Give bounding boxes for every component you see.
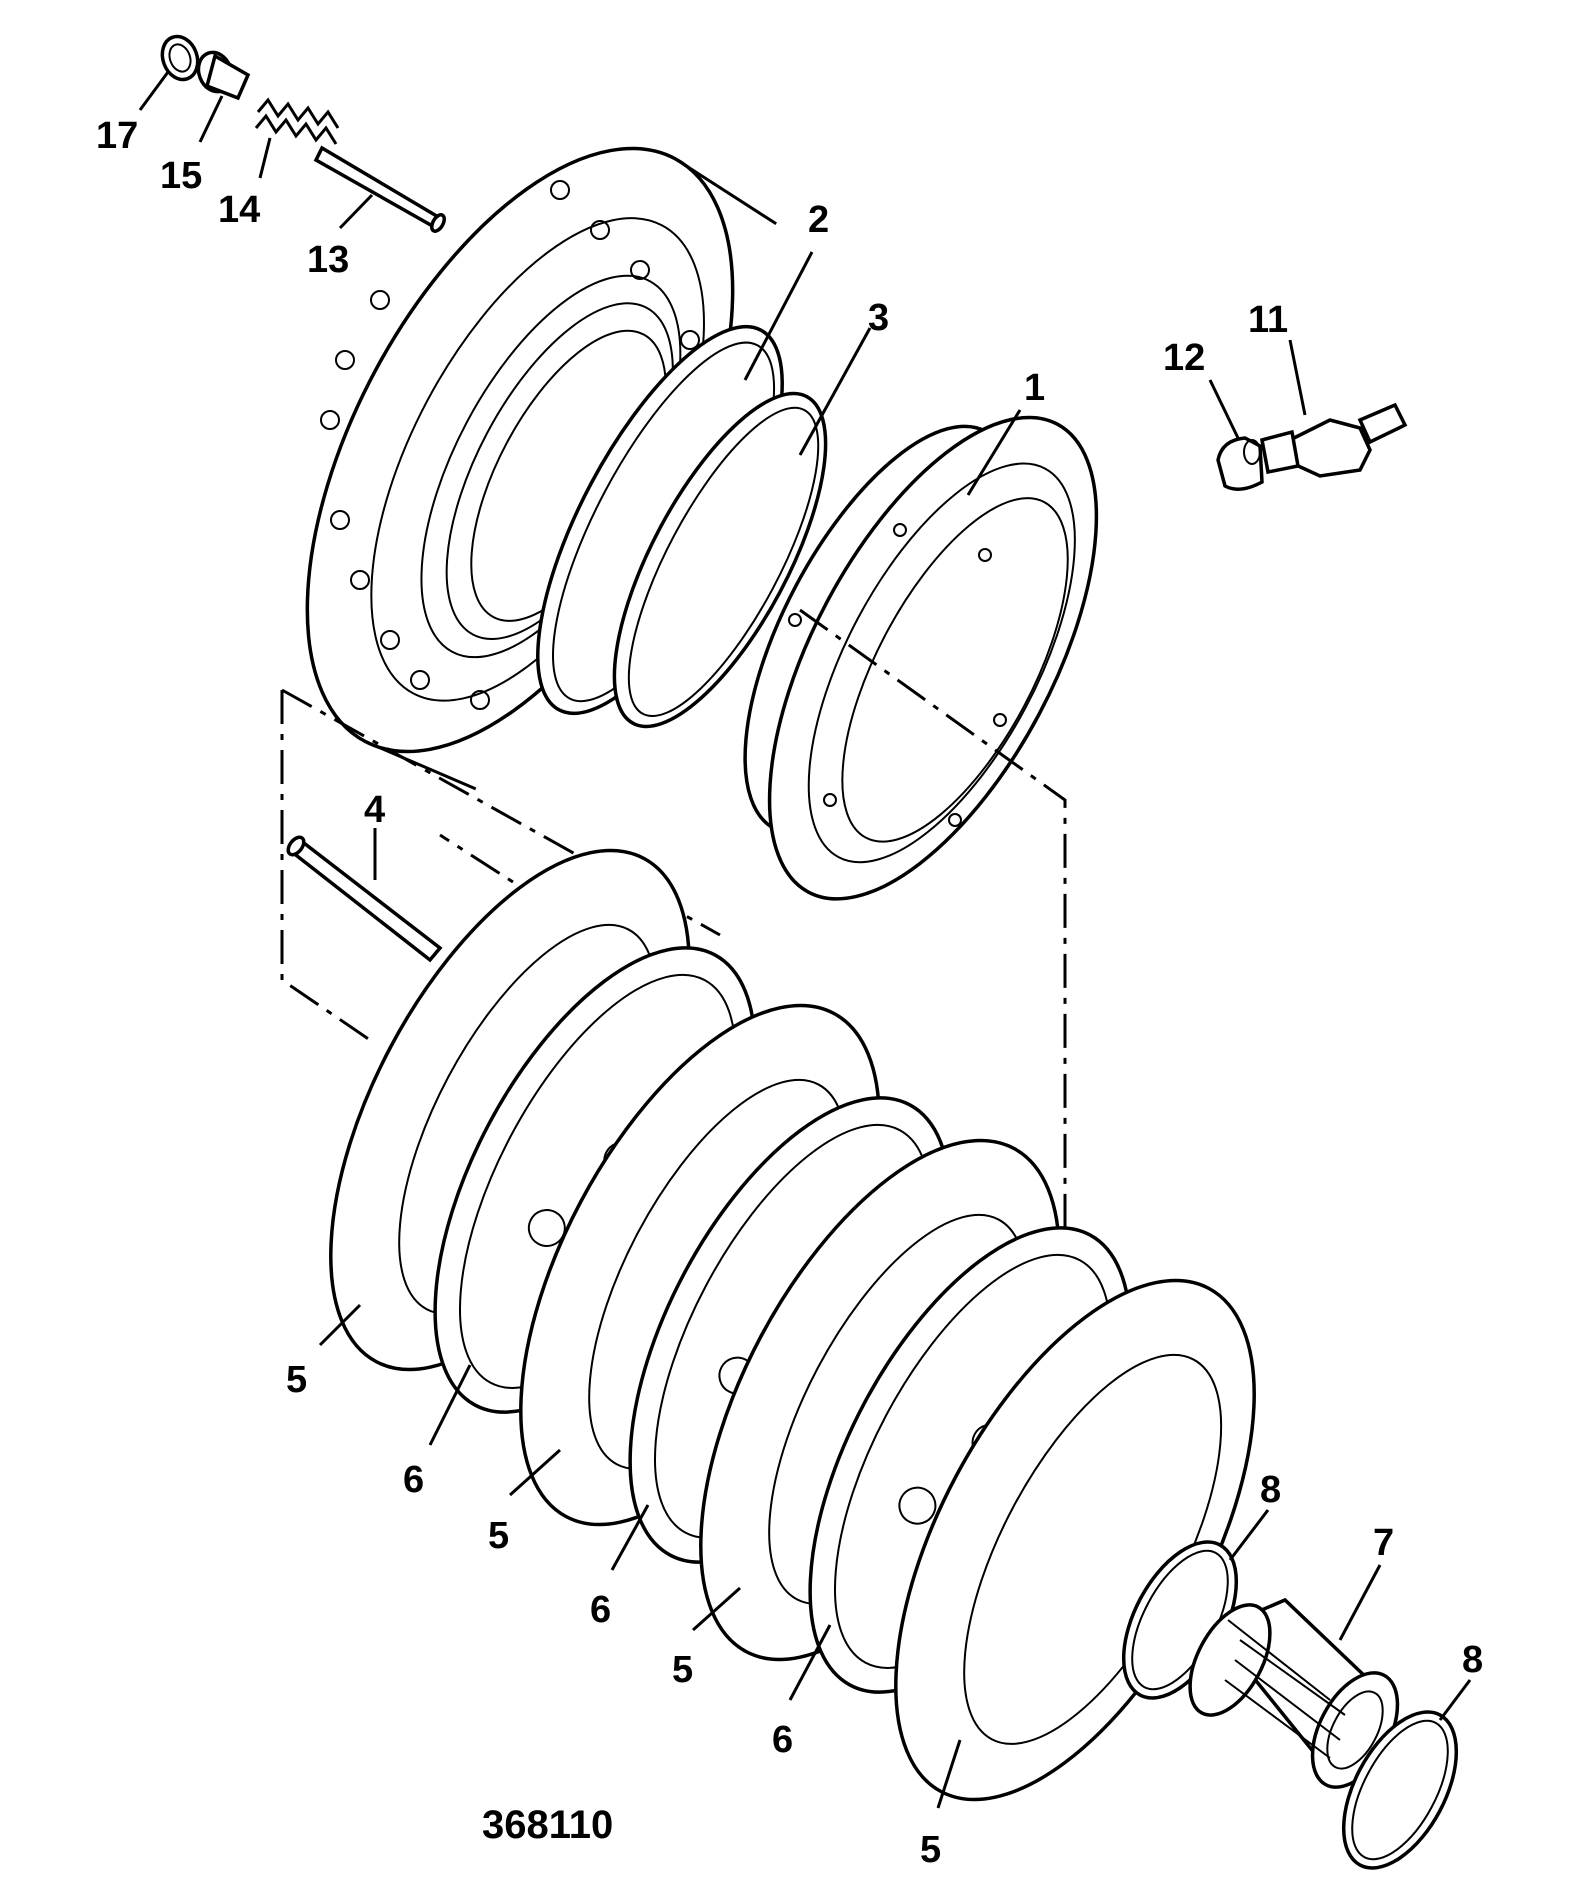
callout-6b: 6	[590, 1589, 611, 1631]
callout-13: 13	[307, 239, 349, 281]
pin-15	[196, 50, 251, 101]
callout-11: 11	[1248, 299, 1288, 341]
spring-14	[254, 97, 340, 145]
callout-15: 15	[160, 155, 202, 197]
leader-lines	[138, 71, 1472, 1809]
pin-13	[313, 145, 446, 233]
callout-5c: 5	[672, 1649, 693, 1691]
callout-4: 4	[364, 789, 385, 831]
callout-17: 17	[96, 115, 138, 157]
drawing-reference-number: 368110	[482, 1803, 613, 1847]
ring-17	[160, 34, 200, 82]
piston-1	[743, 415, 1099, 901]
bleed-screw-11	[1259, 402, 1408, 478]
circlip-8-lower	[1341, 1710, 1459, 1870]
callout-3: 3	[868, 297, 889, 339]
callout-5b: 5	[488, 1515, 509, 1557]
callout-8a: 8	[1260, 1469, 1281, 1511]
disc-stack	[329, 848, 1256, 1802]
callout-5d: 5	[920, 1829, 941, 1871]
dowel-pin-4	[286, 835, 443, 963]
callout-7: 7	[1373, 1522, 1394, 1564]
callout-1: 1	[1024, 367, 1045, 409]
callout-8b: 8	[1462, 1639, 1483, 1681]
callout-6c: 6	[772, 1719, 793, 1761]
callout-5a: 5	[286, 1359, 307, 1401]
callout-6a: 6	[403, 1459, 424, 1501]
callouts: 17 15 14 13 2 3 1 11 12 4 5 6 5 6 5 6 5 …	[96, 115, 1483, 1871]
callout-2: 2	[808, 199, 829, 241]
callout-12: 12	[1163, 337, 1205, 379]
callout-14: 14	[218, 189, 260, 231]
dust-cap-12	[1216, 436, 1264, 491]
splined-hub-7	[1188, 1597, 1400, 1789]
seal-ring-3	[612, 391, 828, 729]
